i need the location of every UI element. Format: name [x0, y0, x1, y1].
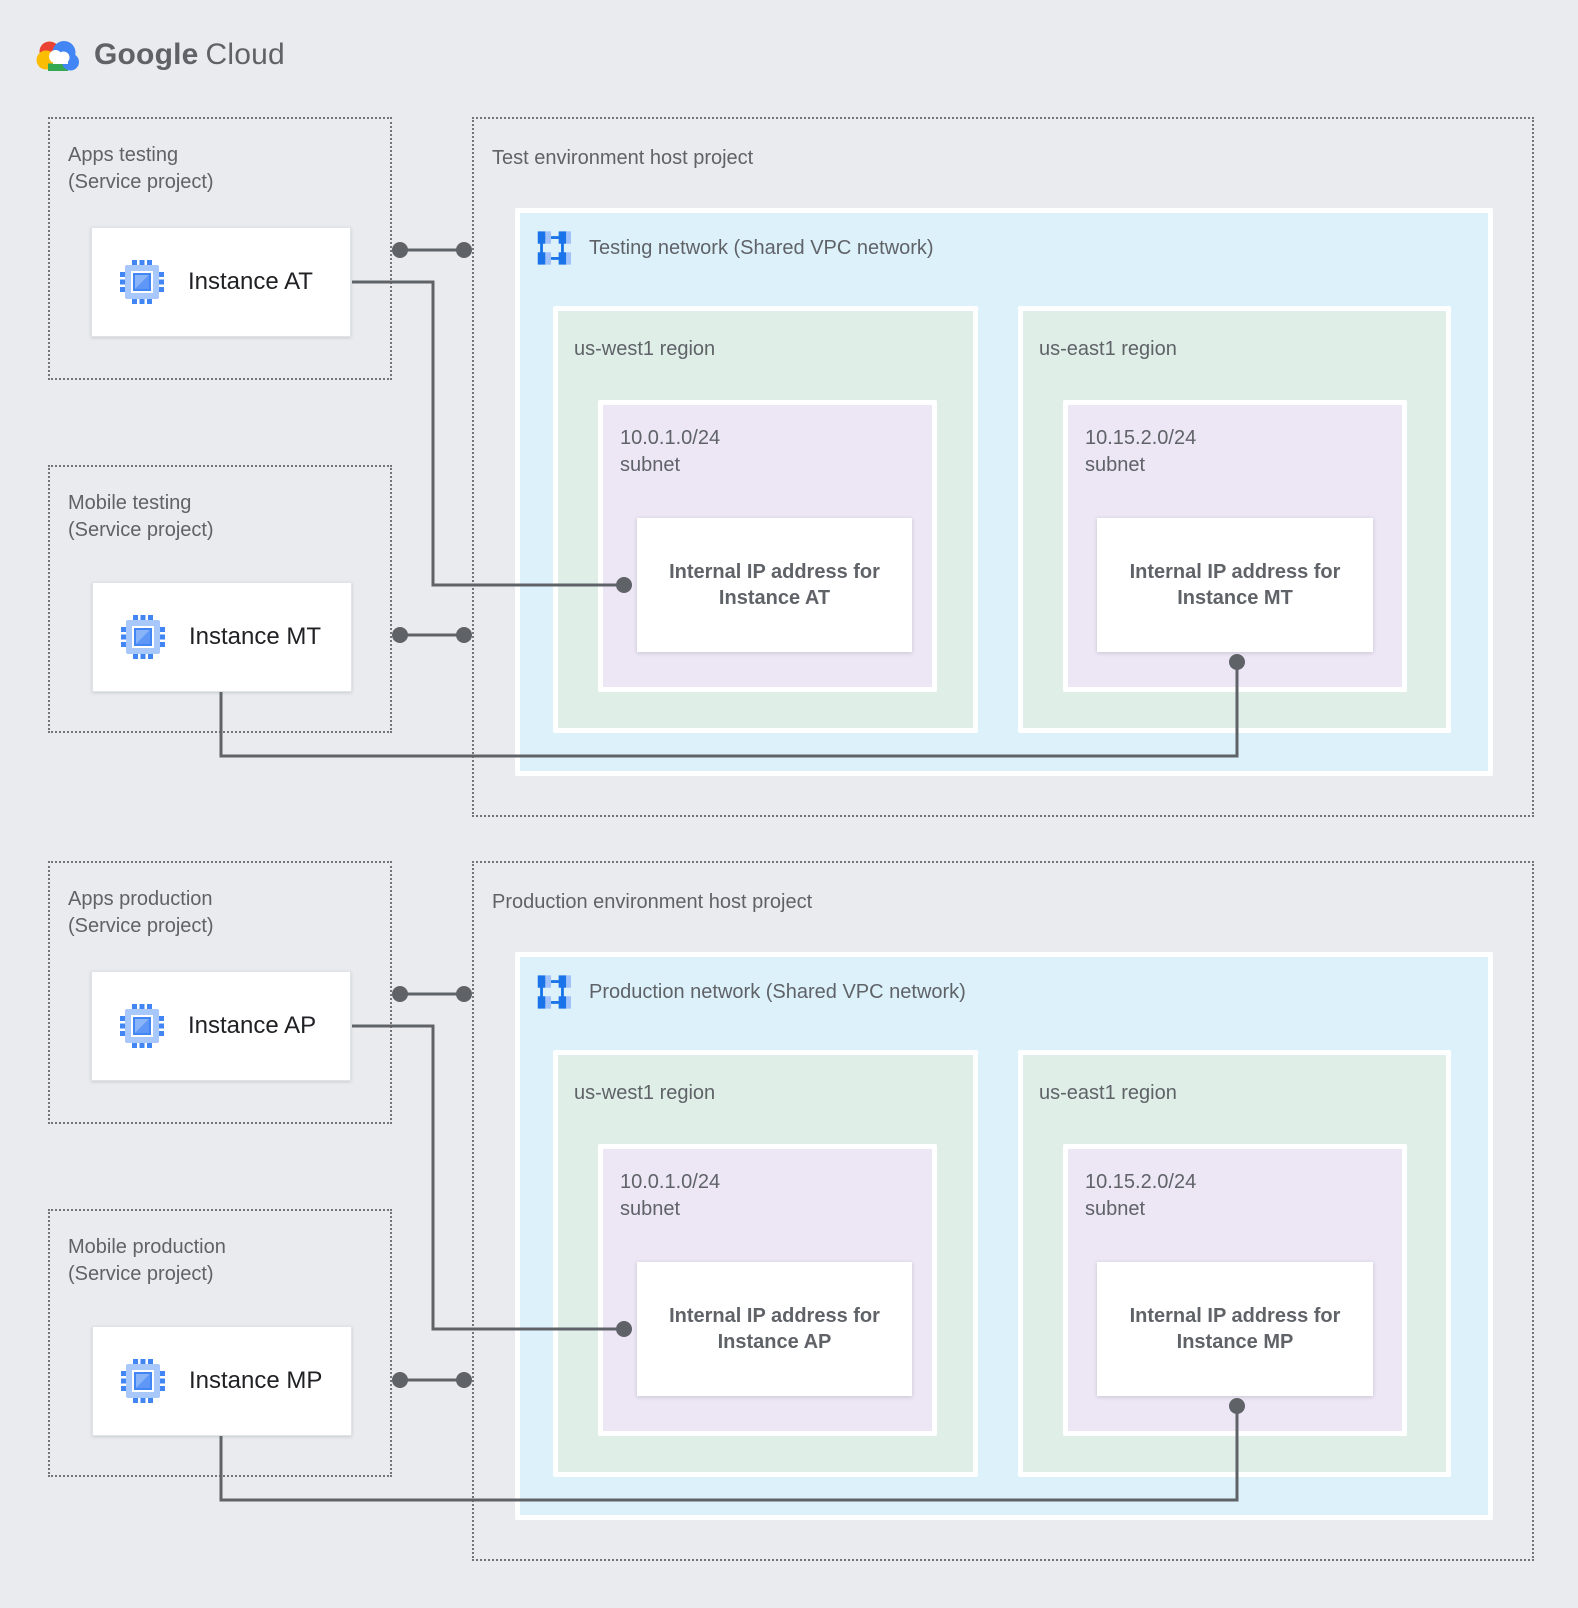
service-project-label: Apps testing (Service project) — [68, 142, 214, 196]
connector-dot — [456, 1372, 472, 1388]
service-project-box-mobile-production: Mobile production (Service project) Inst… — [48, 1209, 392, 1477]
logo-brand: Google — [94, 38, 199, 71]
shared-vpc-network-box-testing: Testing network (Shared VPC network) us-… — [515, 208, 1493, 776]
internal-ip-line1: Internal IP address for — [669, 561, 880, 583]
internal-ip-line2: Instance AT — [718, 587, 831, 609]
internal-ip-card: Internal IP address for Instance MT — [1097, 518, 1373, 652]
subnet-cidr: 10.0.1.0/24 — [620, 427, 721, 449]
subnet-cidr: 10.0.1.0/24 — [620, 1171, 721, 1193]
instance-card-ap: Instance AP — [91, 971, 351, 1081]
region-box-us-west1: us-west1 region 10.0.1.0/24 subnet Inter… — [553, 1050, 978, 1477]
host-project-title: Test environment host project — [492, 147, 754, 169]
service-project-subtitle: (Service project) — [68, 171, 214, 193]
internal-ip-line2: Instance MP — [1176, 1331, 1294, 1353]
subnet-label: 10.15.2.0/24 subnet — [1085, 1169, 1196, 1223]
service-project-title: Mobile production — [68, 1236, 226, 1258]
internal-ip-line2: Instance MT — [1177, 587, 1293, 609]
connector-dot — [456, 242, 472, 258]
subnet-box: 10.0.1.0/24 subnet Internal IP address f… — [598, 1144, 937, 1436]
connector-dot — [456, 627, 472, 643]
subnet-cidr: 10.15.2.0/24 — [1085, 1171, 1197, 1193]
region-label: us-west1 region — [574, 338, 716, 360]
instance-card-at: Instance AT — [91, 227, 351, 337]
service-project-title: Apps testing — [68, 144, 179, 166]
region-label: us-east1 region — [1039, 1082, 1177, 1104]
network-label: Production network (Shared VPC network) — [589, 980, 966, 1003]
subnet-label: 10.15.2.0/24 subnet — [1085, 425, 1196, 479]
network-label: Testing network (Shared VPC network) — [589, 236, 934, 259]
service-project-title: Apps production — [68, 888, 213, 910]
subnet-cidr: 10.15.2.0/24 — [1085, 427, 1197, 449]
subnet-cidr-suffix: subnet — [620, 1198, 681, 1220]
service-project-label: Apps production (Service project) — [68, 886, 214, 940]
service-project-subtitle: (Service project) — [68, 1263, 214, 1285]
instance-card-mp: Instance MP — [92, 1326, 352, 1436]
host-project-title: Production environment host project — [492, 891, 813, 913]
vpc-network-icon — [533, 973, 571, 1011]
host-project-box-test: Test environment host project Testing ne… — [472, 117, 1534, 817]
region-label: us-west1 region — [574, 1082, 716, 1104]
service-project-title: Mobile testing — [68, 492, 192, 514]
service-project-subtitle: (Service project) — [68, 915, 214, 937]
internal-ip-line1: Internal IP address for — [669, 1305, 880, 1327]
connector-dot — [392, 627, 408, 643]
service-project-box-apps-testing: Apps testing (Service project) Instance … — [48, 117, 392, 380]
shared-vpc-network-box-production: Production network (Shared VPC network) … — [515, 952, 1493, 1520]
region-label: us-east1 region — [1039, 338, 1177, 360]
google-cloud-logo-icon — [33, 36, 81, 74]
compute-engine-icon — [118, 258, 166, 306]
subnet-cidr-suffix: subnet — [620, 454, 681, 476]
vpc-network-icon — [533, 229, 571, 267]
logo-product: Cloud — [205, 38, 285, 71]
region-box-us-west1: us-west1 region 10.0.1.0/24 subnet Inter… — [553, 306, 978, 733]
service-project-subtitle: (Service project) — [68, 519, 214, 541]
network-header: Production network (Shared VPC network) — [533, 973, 966, 1011]
subnet-box: 10.15.2.0/24 subnet Internal IP address … — [1063, 1144, 1407, 1436]
internal-ip-line1: Internal IP address for — [1129, 561, 1341, 583]
connector-dot — [392, 242, 408, 258]
internal-ip-card: Internal IP address for Instance AT — [637, 518, 912, 652]
subnet-cidr-suffix: subnet — [1085, 1198, 1146, 1220]
service-project-box-mobile-testing: Mobile testing (Service project) Instanc… — [48, 465, 392, 733]
subnet-label: 10.0.1.0/24 subnet — [620, 1169, 720, 1223]
region-box-us-east1: us-east1 region 10.15.2.0/24 subnet Inte… — [1018, 1050, 1451, 1477]
service-project-label: Mobile production (Service project) — [68, 1234, 226, 1288]
subnet-label: 10.0.1.0/24 subnet — [620, 425, 720, 479]
instance-name: Instance AP — [188, 1012, 317, 1039]
subnet-box: 10.0.1.0/24 subnet Internal IP address f… — [598, 400, 937, 692]
internal-ip-card: Internal IP address for Instance AP — [637, 1262, 912, 1396]
instance-card-mt: Instance MT — [92, 582, 352, 692]
instance-name: Instance AT — [188, 268, 313, 295]
instance-name: Instance MT — [189, 623, 322, 650]
region-box-us-east1: us-east1 region 10.15.2.0/24 subnet Inte… — [1018, 306, 1451, 733]
internal-ip-line1: Internal IP address for — [1129, 1305, 1341, 1327]
host-project-box-production: Production environment host project Prod… — [472, 861, 1534, 1561]
compute-engine-icon — [119, 1357, 167, 1405]
instance-name: Instance MP — [189, 1367, 323, 1394]
network-header: Testing network (Shared VPC network) — [533, 229, 934, 267]
subnet-box: 10.15.2.0/24 subnet Internal IP address … — [1063, 400, 1407, 692]
internal-ip-card: Internal IP address for Instance MP — [1097, 1262, 1373, 1396]
subnet-cidr-suffix: subnet — [1085, 454, 1146, 476]
connector-dot — [456, 986, 472, 1002]
service-project-box-apps-production: Apps production (Service project) Instan… — [48, 861, 392, 1124]
service-project-label: Mobile testing (Service project) — [68, 490, 214, 544]
connector-dot — [392, 1372, 408, 1388]
compute-engine-icon — [119, 613, 167, 661]
compute-engine-icon — [118, 1002, 166, 1050]
internal-ip-line2: Instance AP — [717, 1331, 832, 1353]
connector-dot — [392, 986, 408, 1002]
